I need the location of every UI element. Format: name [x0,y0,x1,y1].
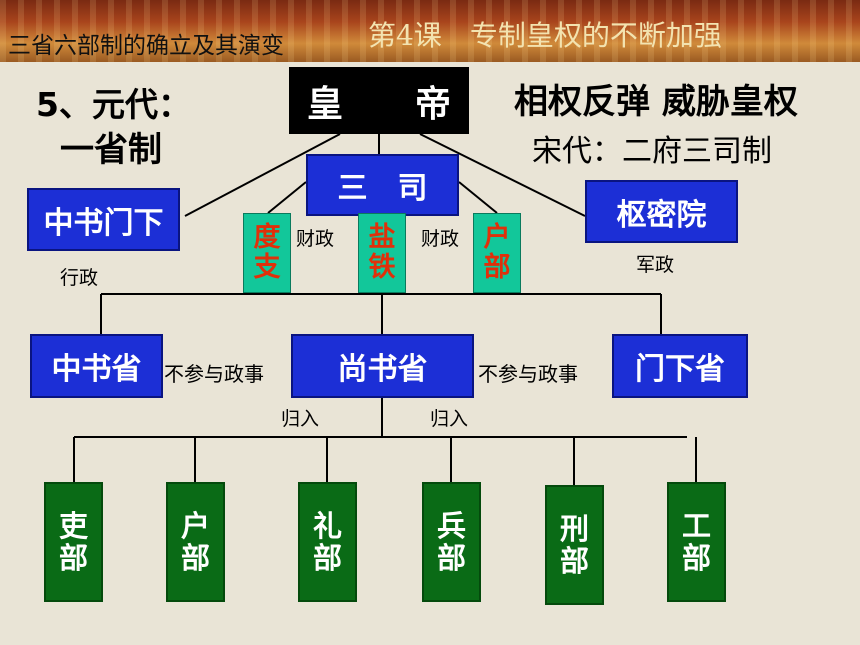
ministry-hu-char-1: 户 [180,508,210,543]
duzhi-char-1: 度 [253,221,281,253]
line-sansi-right [458,181,498,214]
ministry-gong: 工 部 [667,482,726,602]
ministry-gong-char-1: 工 [681,508,711,543]
section-title: 三省六部制的确立及其演变 [8,33,284,59]
yantie-char-2: 铁 [368,252,396,283]
ministry-rites-char-1: 礼 [312,508,342,543]
song-system: 宋代：二府三司制 [532,134,772,169]
zhongshusheng-label: 中书省 [51,352,142,387]
shumiyuan-box: 枢密院 [585,180,738,243]
menxiasheng-box: 门下省 [612,334,748,398]
line-emperor-right [419,133,586,217]
duzhi-box: 度 支 [243,213,291,293]
yantie-box: 盐 铁 [358,213,406,293]
duzhi-char-2: 支 [253,252,281,283]
label-caizheng-2: 财政 [421,228,460,250]
ministry-hu-char-2: 部 [180,541,210,575]
line-emperor-left [184,133,341,217]
ministry-li: 吏 部 [44,482,103,602]
yantie-char-1: 盐 [368,221,396,253]
menxiasheng-label: 门下省 [635,352,725,387]
banner-pattern [0,0,860,62]
label-bucan-1: 不参与政事 [164,362,264,386]
ministry-hu: 户 部 [166,482,225,602]
hubu-small-char-1: 户 [483,221,511,253]
ministry-rites-char-2: 部 [312,541,342,575]
ministry-li-char-2: 部 [58,541,88,575]
label-junzheng: 军政 [636,254,675,276]
hubu-small-box: 户 部 [473,213,521,293]
label-caizheng-1: 财政 [296,228,335,250]
emperor-label: 皇 帝 [306,83,451,125]
yuan-system: 一省制 [60,130,162,170]
right-title: 相权反弹 威胁皇权 [514,82,798,122]
shangshusheng-box: 尚书省 [291,334,474,398]
ministry-xing-char-2: 部 [559,544,589,578]
ministry-bing-char-2: 部 [436,541,466,575]
sansi-box: 三 司 [306,154,459,216]
emperor-box: 皇 帝 [289,67,469,134]
shangshusheng-label: 尚书省 [337,352,428,387]
hubu-small-char-2: 部 [483,252,511,283]
ministry-xing-char-1: 刑 [559,511,589,546]
sansi-label: 三 司 [337,171,428,206]
yuan-title: 5、元代： [36,85,191,124]
label-guiru-1: 归入 [281,408,320,430]
ministry-bing-char-1: 兵 [436,508,466,543]
ministry-li-char-1: 吏 [58,508,88,543]
ministry-rites: 礼 部 [298,482,357,602]
ministry-bing: 兵 部 [422,482,481,602]
lesson-title: 第4课 专制皇权的不断加强 [368,19,722,52]
header-banner [0,0,860,62]
line-sansi-left [267,181,307,214]
label-guiru-2: 归入 [430,408,469,430]
zhongshumenxia-box: 中书门下 [27,188,180,251]
ministry-xing: 刑 部 [545,485,604,605]
zhongshusheng-box: 中书省 [30,334,163,398]
zhongshumenxia-label: 中书门下 [43,205,164,241]
label-bucan-2: 不参与政事 [478,362,578,386]
shumiyuan-label: 枢密院 [616,197,707,233]
label-xingzheng: 行政 [60,267,99,289]
ministry-gong-char-2: 部 [681,541,711,575]
